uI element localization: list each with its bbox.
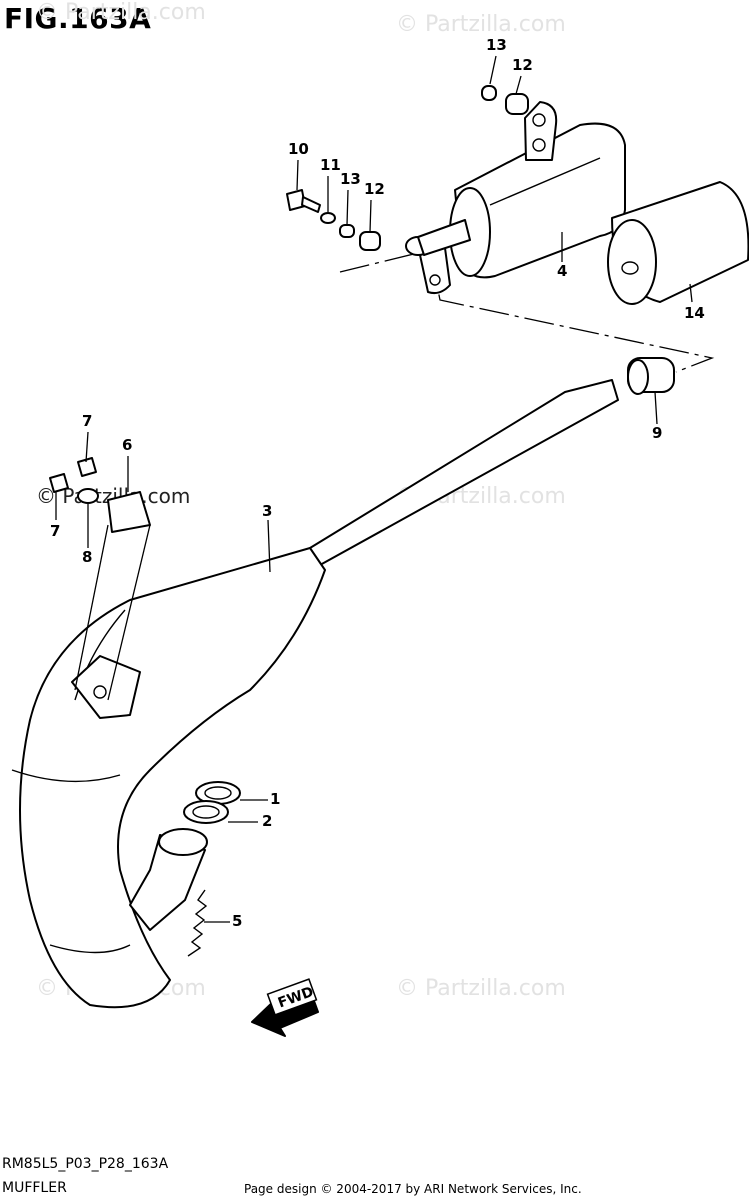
exhaust-pipe-part-3 bbox=[11, 379, 619, 1009]
watermark: © Partzilla.com bbox=[36, 0, 206, 25]
watermark: © Partzilla.com bbox=[396, 12, 566, 37]
callout-10: 10 bbox=[288, 140, 309, 158]
leader-line bbox=[296, 159, 299, 191]
leader-line bbox=[689, 283, 693, 303]
collar-part-13-lower bbox=[339, 224, 355, 238]
damper-part-12-upper bbox=[505, 93, 529, 115]
silencer-body-part-4 bbox=[405, 101, 626, 295]
assembly-guide-line bbox=[339, 249, 715, 373]
fwd-arrow-icon bbox=[251, 978, 319, 1037]
callout-6: 6 bbox=[122, 436, 133, 454]
leader-line bbox=[515, 75, 522, 95]
joint-pipe bbox=[129, 828, 208, 931]
leader-line bbox=[267, 519, 271, 573]
callout-13: 13 bbox=[340, 170, 361, 188]
damper-part-12-lower bbox=[359, 231, 381, 251]
callout-7: 7 bbox=[50, 522, 61, 540]
callout-12: 12 bbox=[512, 56, 533, 74]
bolt-part-7-upper bbox=[77, 457, 97, 477]
bolt-part-10 bbox=[286, 189, 321, 213]
washer-part-8 bbox=[77, 488, 99, 504]
spring-part-5 bbox=[187, 889, 208, 957]
leader-line bbox=[74, 524, 109, 691]
bolt-part-7-lower bbox=[49, 473, 69, 493]
figure-name: MUFFLER bbox=[2, 1180, 67, 1196]
washer-part-11 bbox=[320, 212, 336, 224]
page-credit: Page design © 2004-2017 by ARI Network S… bbox=[244, 1182, 582, 1196]
figure-title: FIG.163A bbox=[4, 2, 152, 35]
callout-14: 14 bbox=[684, 304, 705, 322]
bracket-part-6 bbox=[107, 491, 151, 533]
callout-5: 5 bbox=[232, 912, 243, 930]
callout-11: 11 bbox=[320, 156, 341, 174]
callout-1: 1 bbox=[270, 790, 281, 808]
seal-part-9 bbox=[627, 357, 675, 395]
leader-line bbox=[489, 55, 497, 85]
leader-line bbox=[369, 199, 372, 233]
callout-4: 4 bbox=[557, 262, 568, 280]
callout-7: 7 bbox=[82, 412, 93, 430]
collar-part-13-upper bbox=[481, 85, 497, 101]
figure-code: RM85L5_P03_P28_163A bbox=[2, 1156, 169, 1172]
callout-2: 2 bbox=[262, 812, 273, 830]
callout-13: 13 bbox=[486, 36, 507, 54]
muffler-packing-part-14 bbox=[607, 181, 749, 305]
leader-line bbox=[85, 431, 89, 463]
callout-9: 9 bbox=[652, 424, 663, 442]
watermark: © Partzilla.com bbox=[396, 976, 566, 1001]
leader-line bbox=[346, 189, 349, 226]
callout-3: 3 bbox=[262, 502, 273, 520]
callout-8: 8 bbox=[82, 548, 93, 566]
callout-12: 12 bbox=[364, 180, 385, 198]
leader-line bbox=[107, 524, 151, 701]
gasket-part-2 bbox=[183, 800, 229, 824]
leader-line bbox=[654, 391, 658, 425]
